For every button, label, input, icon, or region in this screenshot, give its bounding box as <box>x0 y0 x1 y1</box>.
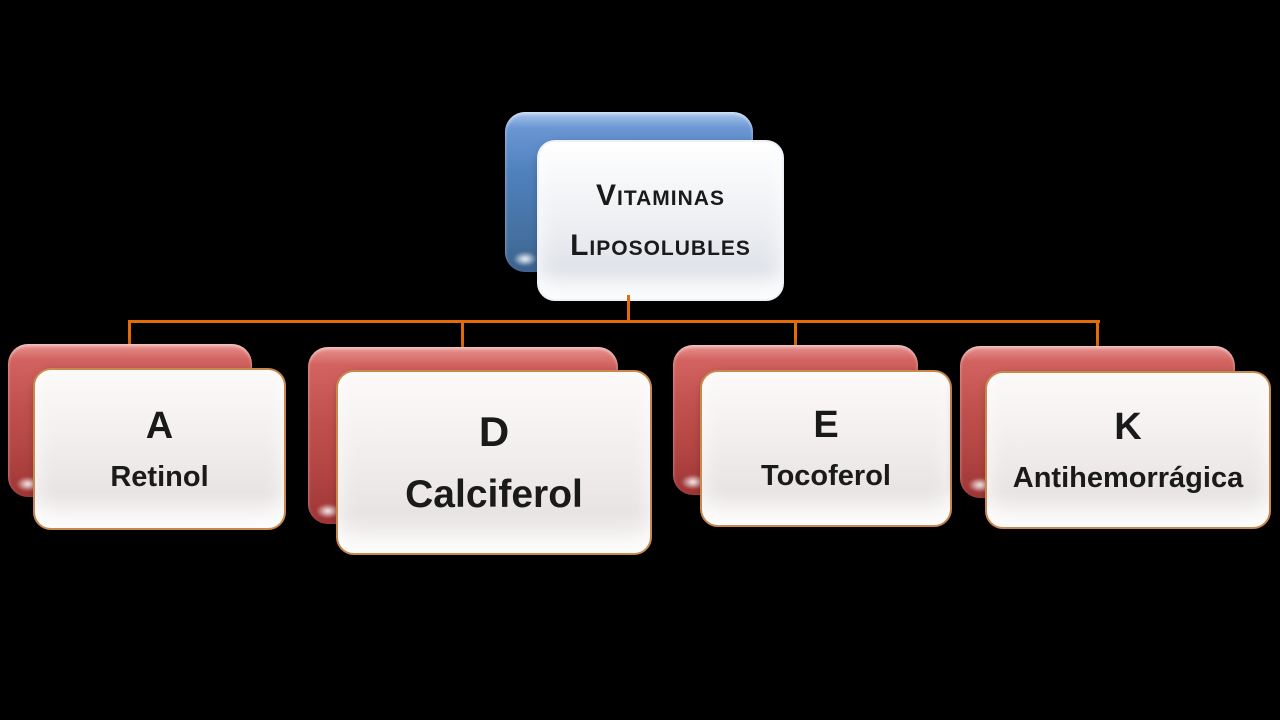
child-k-box: K Antihemorrágica <box>985 371 1271 529</box>
gloss-highlight <box>512 251 538 267</box>
connector-drop-4 <box>1096 320 1099 347</box>
child-a-name: Retinol <box>110 460 209 493</box>
child-a-box: A Retinol <box>33 368 286 530</box>
child-e-name: Tocoferol <box>761 460 891 492</box>
gloss-highlight <box>315 503 341 519</box>
connector-drop-2 <box>461 320 464 347</box>
root-node-box: Vitaminas Liposolubles <box>537 140 784 301</box>
child-k-name: Antihemorrágica <box>1012 461 1244 494</box>
connector-stem <box>627 295 630 322</box>
child-e-letter: E <box>813 404 839 446</box>
connector-drop-3 <box>794 320 797 347</box>
child-d-box: D Calciferol <box>336 370 652 555</box>
child-k-letter: K <box>1114 405 1142 448</box>
root-title-line-1: Vitaminas <box>596 178 725 212</box>
connector-drop-1 <box>128 320 131 347</box>
child-a-letter: A <box>145 404 174 447</box>
child-e-box: E Tocoferol <box>700 370 952 527</box>
child-d-name: Calciferol <box>405 473 583 516</box>
connector-bus <box>128 320 1100 323</box>
child-d-letter: D <box>478 408 510 455</box>
root-title-line-2: Liposolubles <box>570 228 751 262</box>
gloss-highlight <box>680 474 706 490</box>
